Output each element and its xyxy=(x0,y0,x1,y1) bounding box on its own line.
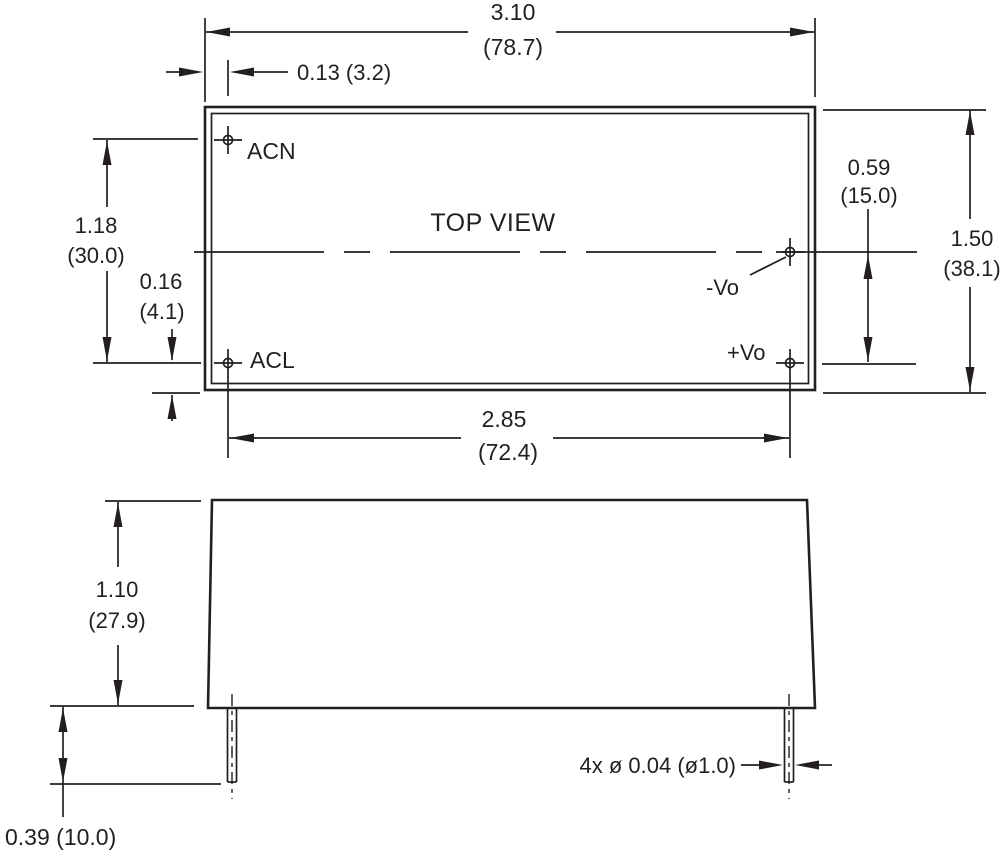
arrowhead-up-icon xyxy=(167,395,177,419)
pin-acn-circle xyxy=(222,134,234,146)
side-view: 1.10 (27.9) 0.39 (10.0) 4x ø 0.04 (ø1.0) xyxy=(5,498,832,850)
side-pin-left xyxy=(226,694,238,799)
pin-acl-circle xyxy=(222,357,234,369)
pin-neg-vo-circle xyxy=(784,246,796,258)
arrowhead-right-icon xyxy=(179,67,203,77)
dim-pin-span-mm: (72.4) xyxy=(478,439,538,465)
dim-overall-width-mm: (78.7) xyxy=(483,34,543,60)
arrowhead-left-icon xyxy=(206,27,230,37)
arrowhead-right-icon xyxy=(759,760,783,770)
dim-pin-span-inch: 2.85 xyxy=(482,406,527,432)
dim-overall-width: 3.10 (78.7) xyxy=(204,0,816,102)
arrowhead-down-icon xyxy=(102,337,112,361)
arrowhead-down-icon xyxy=(58,758,68,782)
arrowhead-up-icon xyxy=(102,141,112,165)
arrowhead-left-icon xyxy=(795,760,819,770)
dim-pin-row-span-mm: (30.0) xyxy=(67,243,124,268)
package-outline-outer xyxy=(203,105,817,392)
body-outline xyxy=(206,498,817,710)
arrowhead-right-icon xyxy=(764,433,788,443)
dim-pin-inset-y-inch: 0.16 xyxy=(140,269,183,294)
arrowhead-down-icon xyxy=(113,680,123,704)
arrowhead-right-icon xyxy=(790,27,814,37)
dim-body-height-mm: (27.9) xyxy=(88,608,145,633)
dim-overall-width-inch: 3.10 xyxy=(491,0,536,25)
dim-pin-diameter-label: 4x ø 0.04 (ø1.0) xyxy=(579,753,736,778)
pin-acl-marker xyxy=(214,349,242,458)
dim-pin-inset-y: 0.16 (4.1) xyxy=(139,269,200,421)
dim-vo-offset-inch: 0.59 xyxy=(848,155,891,180)
dim-pin-row-span-inch: 1.18 xyxy=(75,213,118,238)
pin-pos-vo-circle xyxy=(784,357,796,369)
arrowhead-up-icon xyxy=(113,503,123,527)
view-title: TOP VIEW xyxy=(430,209,555,237)
dim-body-height: 1.10 (27.9) xyxy=(50,500,201,707)
pin-pos-vo-marker xyxy=(776,349,804,458)
arrowhead-down-icon xyxy=(863,337,873,361)
arrowhead-left-icon xyxy=(230,67,254,77)
arrowhead-up-icon xyxy=(863,255,873,279)
arrowhead-left-icon xyxy=(230,433,254,443)
dim-overall-depth-mm: (38.1) xyxy=(943,256,1000,281)
pin-label-neg-vo: -Vo xyxy=(706,275,739,300)
side-pin-right xyxy=(783,694,795,799)
dim-overall-depth-inch: 1.50 xyxy=(951,226,994,251)
pin-label-pos-vo: +Vo xyxy=(727,340,766,365)
pin-label-acn: ACN xyxy=(247,138,296,164)
neg-vo-leader-line xyxy=(749,256,787,276)
pin-acn-marker xyxy=(214,126,242,154)
pin-label-acl: ACL xyxy=(250,347,295,373)
dim-pin-inset-y-mm: (4.1) xyxy=(139,299,184,324)
pin-neg-vo-marker xyxy=(776,238,804,266)
dim-pin-inset-x-label: 0.13 (3.2) xyxy=(297,60,391,85)
dim-pin-length-label: 0.39 (10.0) xyxy=(5,824,116,850)
dim-pin-span: 2.85 (72.4) xyxy=(229,406,789,465)
arrowhead-up-icon xyxy=(965,111,975,135)
dim-overall-depth: 1.50 (38.1) xyxy=(823,109,1001,394)
arrowhead-up-icon xyxy=(58,708,68,732)
dim-pin-length: 0.39 (10.0) xyxy=(5,707,221,850)
dim-pin-diameter: 4x ø 0.04 (ø1.0) xyxy=(579,753,832,778)
top-view: ACN ACL -Vo +Vo TOP VIEW 3.10 (78.7) 0.1… xyxy=(67,0,1000,465)
dim-vo-offset: 0.59 (15.0) xyxy=(822,155,916,365)
dim-body-height-inch: 1.10 xyxy=(96,577,139,602)
arrowhead-down-icon xyxy=(965,367,975,391)
arrowhead-down-icon xyxy=(167,337,177,361)
dim-vo-offset-mm: (15.0) xyxy=(840,183,897,208)
package-outline-inner xyxy=(210,112,810,385)
dim-pin-inset-x: 0.13 (3.2) xyxy=(166,60,391,96)
dim-pin-row-span: 1.18 (30.0) xyxy=(67,138,201,364)
